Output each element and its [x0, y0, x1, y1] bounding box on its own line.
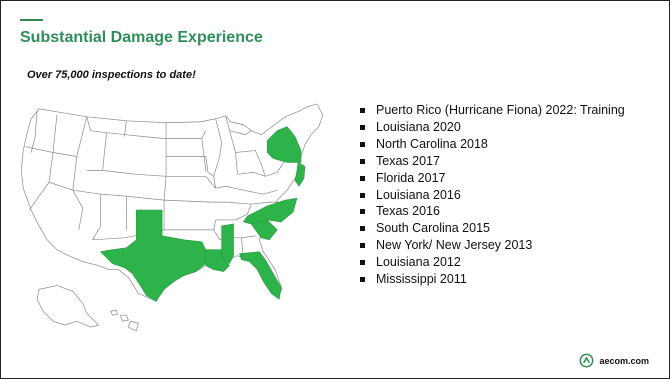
state-borders: [25, 110, 300, 260]
state-north-carolina: [243, 197, 298, 225]
footer-brand: aecom.com: [579, 353, 649, 368]
experience-list: Puerto Rico (Hurricane Fiona) 2022: Trai…: [358, 102, 625, 288]
list-item: New York/ New Jersey 2013: [358, 237, 625, 254]
list-item: Mississippi 2011: [358, 271, 625, 288]
us-outline: [20, 103, 324, 302]
us-map: [15, 91, 337, 339]
state-new-jersey: [294, 162, 306, 187]
alaska: [36, 285, 99, 328]
list-item: Louisiana 2016: [358, 187, 625, 204]
bullet-marker: [360, 243, 365, 249]
bullet-marker: [360, 277, 365, 283]
title-accent-bar: [20, 19, 43, 21]
list-item: North Carolina 2018: [358, 136, 625, 153]
list-item: Texas 2017: [358, 153, 625, 170]
footer-brand-text[interactable]: aecom.com: [599, 355, 649, 366]
list-item: Puerto Rico (Hurricane Fiona) 2022: Trai…: [358, 102, 625, 119]
list-item: Texas 2016: [358, 203, 625, 220]
bullet-marker: [360, 209, 365, 215]
bullet-marker: [360, 158, 365, 164]
list-item: Louisiana 2012: [358, 254, 625, 271]
bullet-marker: [360, 124, 365, 130]
state-new-york: [266, 126, 302, 163]
slide-subtitle: Over 75,000 inspections to date!: [27, 69, 196, 81]
aecom-logo-icon: [580, 353, 594, 368]
bullet-marker: [360, 192, 365, 198]
bullet-marker: [360, 141, 365, 147]
state-texas: [100, 209, 207, 302]
state-mississippi: [221, 223, 234, 264]
bullet-marker: [360, 226, 365, 232]
bullet-marker: [360, 260, 365, 266]
bullet-marker: [360, 175, 365, 181]
list-item: South Carolina 2015: [358, 220, 625, 237]
state-florida: [239, 251, 282, 300]
slide-title: Substantial Damage Experience: [20, 29, 263, 46]
list-item: Louisiana 2020: [358, 119, 625, 136]
list-item: Florida 2017: [358, 170, 625, 187]
hawaii: [110, 309, 139, 332]
bullet-marker: [360, 108, 365, 113]
